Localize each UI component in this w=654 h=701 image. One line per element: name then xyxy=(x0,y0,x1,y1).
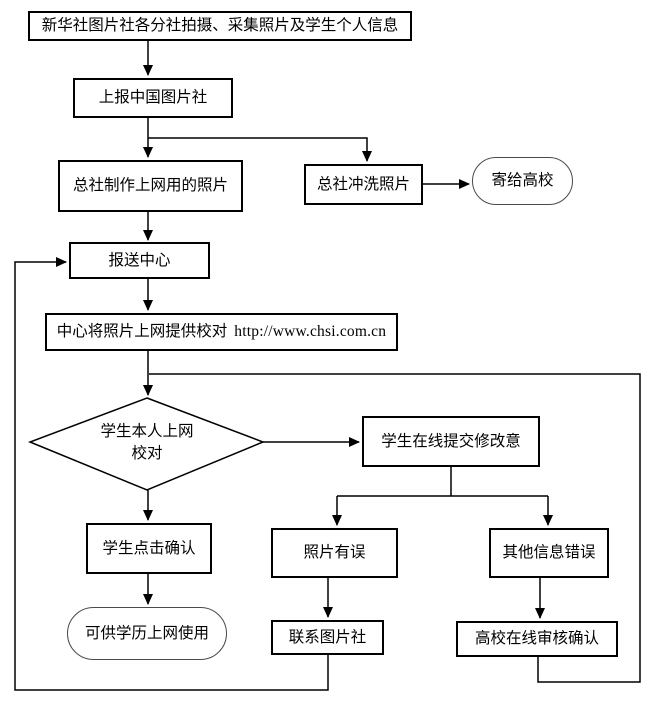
node-center-online-proofread: 中心将照片上网提供校对 http://www.chsi.com.cn xyxy=(45,313,398,351)
node-student-online-feedback: 学生在线提交修改意 xyxy=(362,416,540,467)
decision-label-line1: 学生本人上网 xyxy=(100,422,194,440)
edge-university-loop-decision xyxy=(149,373,641,683)
decision-label-line2: 校对 xyxy=(131,444,163,462)
edge-contact-loop-submit xyxy=(14,257,329,691)
node-other-info-wrong: 其他信息错误 xyxy=(489,528,609,578)
node-university-online-review: 高校在线审核确认 xyxy=(456,621,618,657)
edge-report-develop xyxy=(148,137,372,162)
decision-label: 学生本人上网 校对 xyxy=(47,420,247,464)
node-report-china-photo-agency: 上报中国图片社 xyxy=(73,78,233,118)
proofread-label: 中心将照片上网提供校对 xyxy=(56,322,228,341)
node-make-web-photos: 总社制作上网用的照片 xyxy=(58,160,243,212)
node-collect-info: 新华社图片社各分社拍摄、采集照片及学生个人信息 xyxy=(28,11,412,41)
node-develop-photos: 总社冲洗照片 xyxy=(304,164,423,205)
decision-diamond xyxy=(27,397,266,491)
node-contact-photo-agency: 联系图片社 xyxy=(271,620,384,655)
node-mail-to-university: 寄给高校 xyxy=(472,157,573,205)
node-ready-for-online-use: 可供学历上网使用 xyxy=(67,607,227,660)
node-submit-to-center: 报送中心 xyxy=(69,242,210,279)
chsi-url-text: http://www.chsi.com.cn xyxy=(234,323,387,341)
node-student-click-confirm: 学生点击确认 xyxy=(86,523,212,574)
node-photo-wrong: 照片有误 xyxy=(271,528,398,578)
